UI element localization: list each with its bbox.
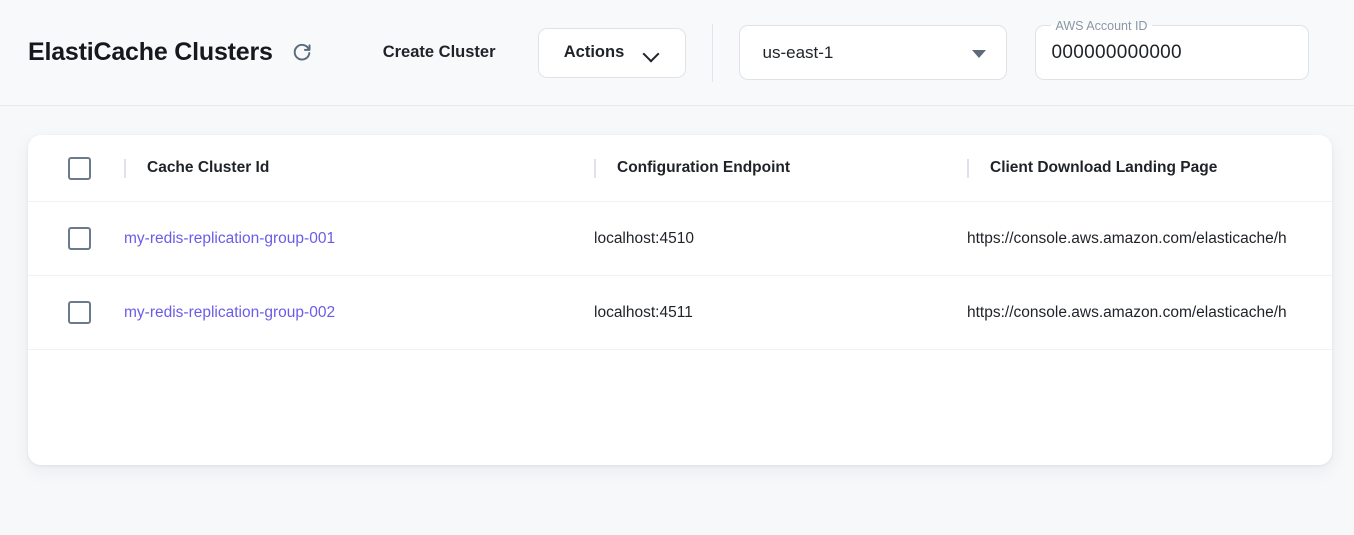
cell-configuration-endpoint: localhost:4510: [594, 229, 694, 247]
app-header: ElastiCache Clusters Create Cluster Acti…: [0, 0, 1354, 106]
column-separator: [967, 158, 969, 178]
aws-account-id-label: AWS Account ID: [1055, 18, 1148, 33]
row-select-cell: [28, 202, 124, 276]
row-select-cell: [28, 276, 124, 350]
table-body-end-divider: [28, 349, 1332, 424]
column-header-cache-cluster-id[interactable]: Cache Cluster Id: [124, 135, 594, 202]
table-row[interactable]: my-redis-replication-group-002 localhost…: [28, 275, 1332, 350]
main-content: Cache Cluster Id Configuration Endpoint …: [0, 106, 1354, 535]
column-header-label: Client Download Landing Page: [990, 159, 1218, 176]
create-cluster-button[interactable]: Create Cluster: [381, 37, 498, 68]
header-divider: [711, 23, 713, 82]
cluster-id-link[interactable]: my-redis-replication-group-002: [124, 303, 336, 321]
table-row[interactable]: my-redis-replication-group-001 localhost…: [28, 201, 1332, 276]
region-select[interactable]: us-east-1: [738, 25, 1007, 80]
cluster-id-link[interactable]: my-redis-replication-group-001: [124, 229, 336, 247]
cell-client-download-landing-page: https://console.aws.amazon.com/elasticac…: [967, 229, 1287, 247]
region-select-value: us-east-1: [762, 42, 834, 62]
select-all-cell: [28, 135, 124, 202]
triangle-down-icon: [971, 49, 986, 58]
row-checkbox[interactable]: [68, 227, 91, 250]
column-header-configuration-endpoint[interactable]: Configuration Endpoint: [594, 135, 967, 202]
aws-account-id-input[interactable]: [1051, 41, 1292, 64]
column-separator: [124, 158, 126, 178]
cell-client-download-landing-page: https://console.aws.amazon.com/elasticac…: [967, 303, 1287, 321]
chevron-down-icon: [644, 48, 659, 57]
cell-cache-cluster-id: my-redis-replication-group-002: [124, 276, 594, 350]
row-checkbox[interactable]: [68, 301, 91, 324]
select-all-checkbox[interactable]: [68, 156, 91, 180]
cell-configuration-endpoint: localhost:4511: [594, 303, 693, 321]
clusters-table: Cache Cluster Id Configuration Endpoint …: [28, 135, 1332, 424]
actions-button[interactable]: Actions: [537, 27, 686, 78]
cell-cache-cluster-id: my-redis-replication-group-001: [124, 202, 594, 276]
clusters-table-card: Cache Cluster Id Configuration Endpoint …: [28, 135, 1332, 465]
column-header-label: Configuration Endpoint: [617, 159, 791, 176]
column-header-client-download-landing-page[interactable]: Client Download Landing Page: [967, 135, 1332, 202]
column-separator: [594, 158, 596, 178]
page-title: ElastiCache Clusters: [28, 38, 273, 66]
column-header-label: Cache Cluster Id: [147, 159, 270, 176]
actions-button-label: Actions: [563, 43, 625, 61]
table-header-row: Cache Cluster Id Configuration Endpoint …: [28, 135, 1332, 202]
aws-account-id-field[interactable]: AWS Account ID: [1034, 19, 1309, 80]
table-header: Cache Cluster Id Configuration Endpoint …: [28, 135, 1332, 202]
refresh-icon: [291, 42, 313, 64]
refresh-button[interactable]: [287, 38, 317, 68]
table-body: my-redis-replication-group-001 localhost…: [28, 201, 1332, 424]
